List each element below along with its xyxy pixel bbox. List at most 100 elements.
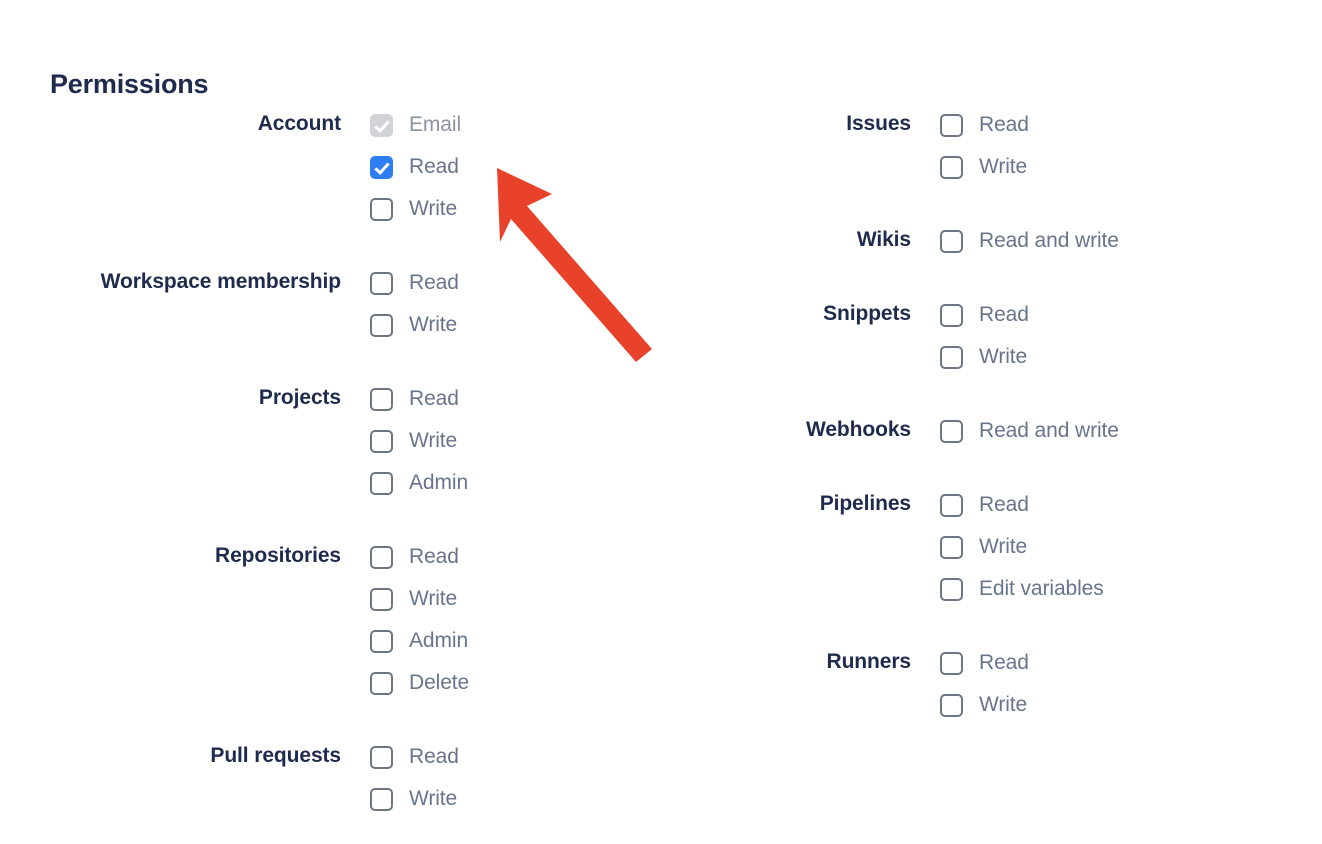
checkbox-unchecked-icon[interactable] — [940, 303, 963, 327]
checkbox-unchecked-icon[interactable] — [940, 229, 963, 253]
permission-option-label: Edit variables — [979, 577, 1104, 600]
permission-option-row[interactable]: Read — [940, 642, 1029, 684]
permission-option-label: Write — [979, 345, 1028, 368]
checkbox-unchecked-icon[interactable] — [940, 345, 963, 369]
checkbox-unchecked-icon[interactable] — [940, 693, 963, 717]
permission-option-label: Read — [979, 303, 1029, 326]
permission-option-label: Read and write — [979, 419, 1119, 442]
checkbox-unchecked-icon[interactable] — [940, 535, 963, 559]
permission-option-label: Delete — [409, 671, 470, 694]
checkbox-unchecked-icon[interactable] — [370, 787, 393, 811]
checkbox-unchecked-icon[interactable] — [940, 155, 963, 179]
permission-option-row[interactable]: Admin — [370, 462, 468, 504]
permission-option-label: Write — [979, 535, 1028, 558]
checkbox-unchecked-icon[interactable] — [940, 651, 963, 675]
checkbox-unchecked-icon[interactable] — [370, 197, 393, 221]
permission-group-label: Runners — [826, 650, 912, 673]
permission-option-label: Read — [409, 155, 459, 178]
permission-option-row[interactable]: Email — [370, 104, 461, 146]
permission-option-label: Read — [979, 651, 1029, 674]
permission-option-row[interactable]: Write — [370, 188, 461, 230]
permission-option-label: Email — [409, 113, 462, 136]
permission-option-label: Admin — [409, 629, 469, 652]
checkbox-unchecked-icon[interactable] — [940, 493, 963, 517]
permission-option-row[interactable]: Read — [940, 104, 1029, 146]
checkbox-unchecked-icon[interactable] — [370, 587, 393, 611]
checkbox-unchecked-icon[interactable] — [370, 271, 393, 295]
permission-option-label: Read and write — [979, 229, 1119, 252]
permission-option-label: Write — [979, 155, 1028, 178]
permission-option-row[interactable]: Write — [370, 778, 459, 820]
permission-option-row[interactable]: Read — [370, 536, 469, 578]
checkbox-unchecked-icon[interactable] — [370, 429, 393, 453]
permission-option-row[interactable]: Write — [370, 578, 469, 620]
page-title: Permissions — [50, 69, 209, 100]
permission-option-label: Write — [409, 197, 458, 220]
permission-group-label: Wikis — [856, 228, 911, 251]
permission-group-label: Webhooks — [806, 418, 911, 441]
permission-option-row[interactable]: Write — [940, 526, 1104, 568]
permission-option-label: Write — [409, 429, 458, 452]
checkbox-disabled-checked-icon — [370, 113, 393, 137]
permission-option-row[interactable]: Read and write — [940, 410, 1119, 452]
permission-option-row[interactable]: Read and write — [940, 220, 1119, 262]
checkbox-unchecked-icon[interactable] — [370, 629, 393, 653]
permission-option-row[interactable]: Read — [370, 378, 468, 420]
permission-option-row[interactable]: Write — [370, 420, 468, 462]
permission-group: Webhooks Read and write — [610, 410, 1310, 452]
permission-option-row[interactable]: Admin — [370, 620, 469, 662]
permission-option-row[interactable]: Write — [370, 304, 459, 346]
permission-option-row[interactable]: Write — [940, 336, 1029, 378]
permission-option-label: Read — [409, 545, 459, 568]
permission-option-label: Write — [409, 787, 458, 810]
permission-option-label: Read — [979, 493, 1029, 516]
permission-option-label: Read — [409, 271, 459, 294]
permission-option-row[interactable]: Read — [370, 736, 459, 778]
permission-option-label: Write — [409, 587, 458, 610]
permission-option-label: Write — [979, 693, 1028, 716]
checkbox-unchecked-icon[interactable] — [370, 313, 393, 337]
permission-group-label: Pull requests — [210, 744, 341, 767]
checkbox-unchecked-icon[interactable] — [370, 387, 393, 411]
checkbox-unchecked-icon[interactable] — [370, 545, 393, 569]
permission-option-row[interactable]: Read — [370, 146, 461, 188]
permission-group-label: Snippets — [823, 302, 911, 325]
checkbox-unchecked-icon[interactable] — [940, 577, 963, 601]
permission-option-row[interactable]: Delete — [370, 662, 469, 704]
permission-option-row[interactable]: Read — [940, 294, 1029, 336]
permission-option-label: Admin — [409, 471, 469, 494]
permission-option-label: Write — [409, 313, 458, 336]
permission-option-row[interactable]: Read — [940, 484, 1104, 526]
permission-group-label: Workspace membership — [100, 270, 341, 293]
checkbox-unchecked-icon[interactable] — [940, 419, 963, 443]
checkbox-unchecked-icon[interactable] — [940, 113, 963, 137]
permission-group: Wikis Read and write — [610, 220, 1310, 262]
permission-option-row[interactable]: Read — [370, 262, 459, 304]
checkbox-unchecked-icon[interactable] — [370, 471, 393, 495]
checkbox-unchecked-icon[interactable] — [370, 671, 393, 695]
permission-option-row[interactable]: Edit variables — [940, 568, 1104, 610]
checkbox-checked-icon[interactable] — [370, 155, 393, 179]
permission-option-row[interactable]: Write — [940, 146, 1029, 188]
permission-option-row[interactable]: Write — [940, 684, 1029, 726]
checkbox-unchecked-icon[interactable] — [370, 745, 393, 769]
